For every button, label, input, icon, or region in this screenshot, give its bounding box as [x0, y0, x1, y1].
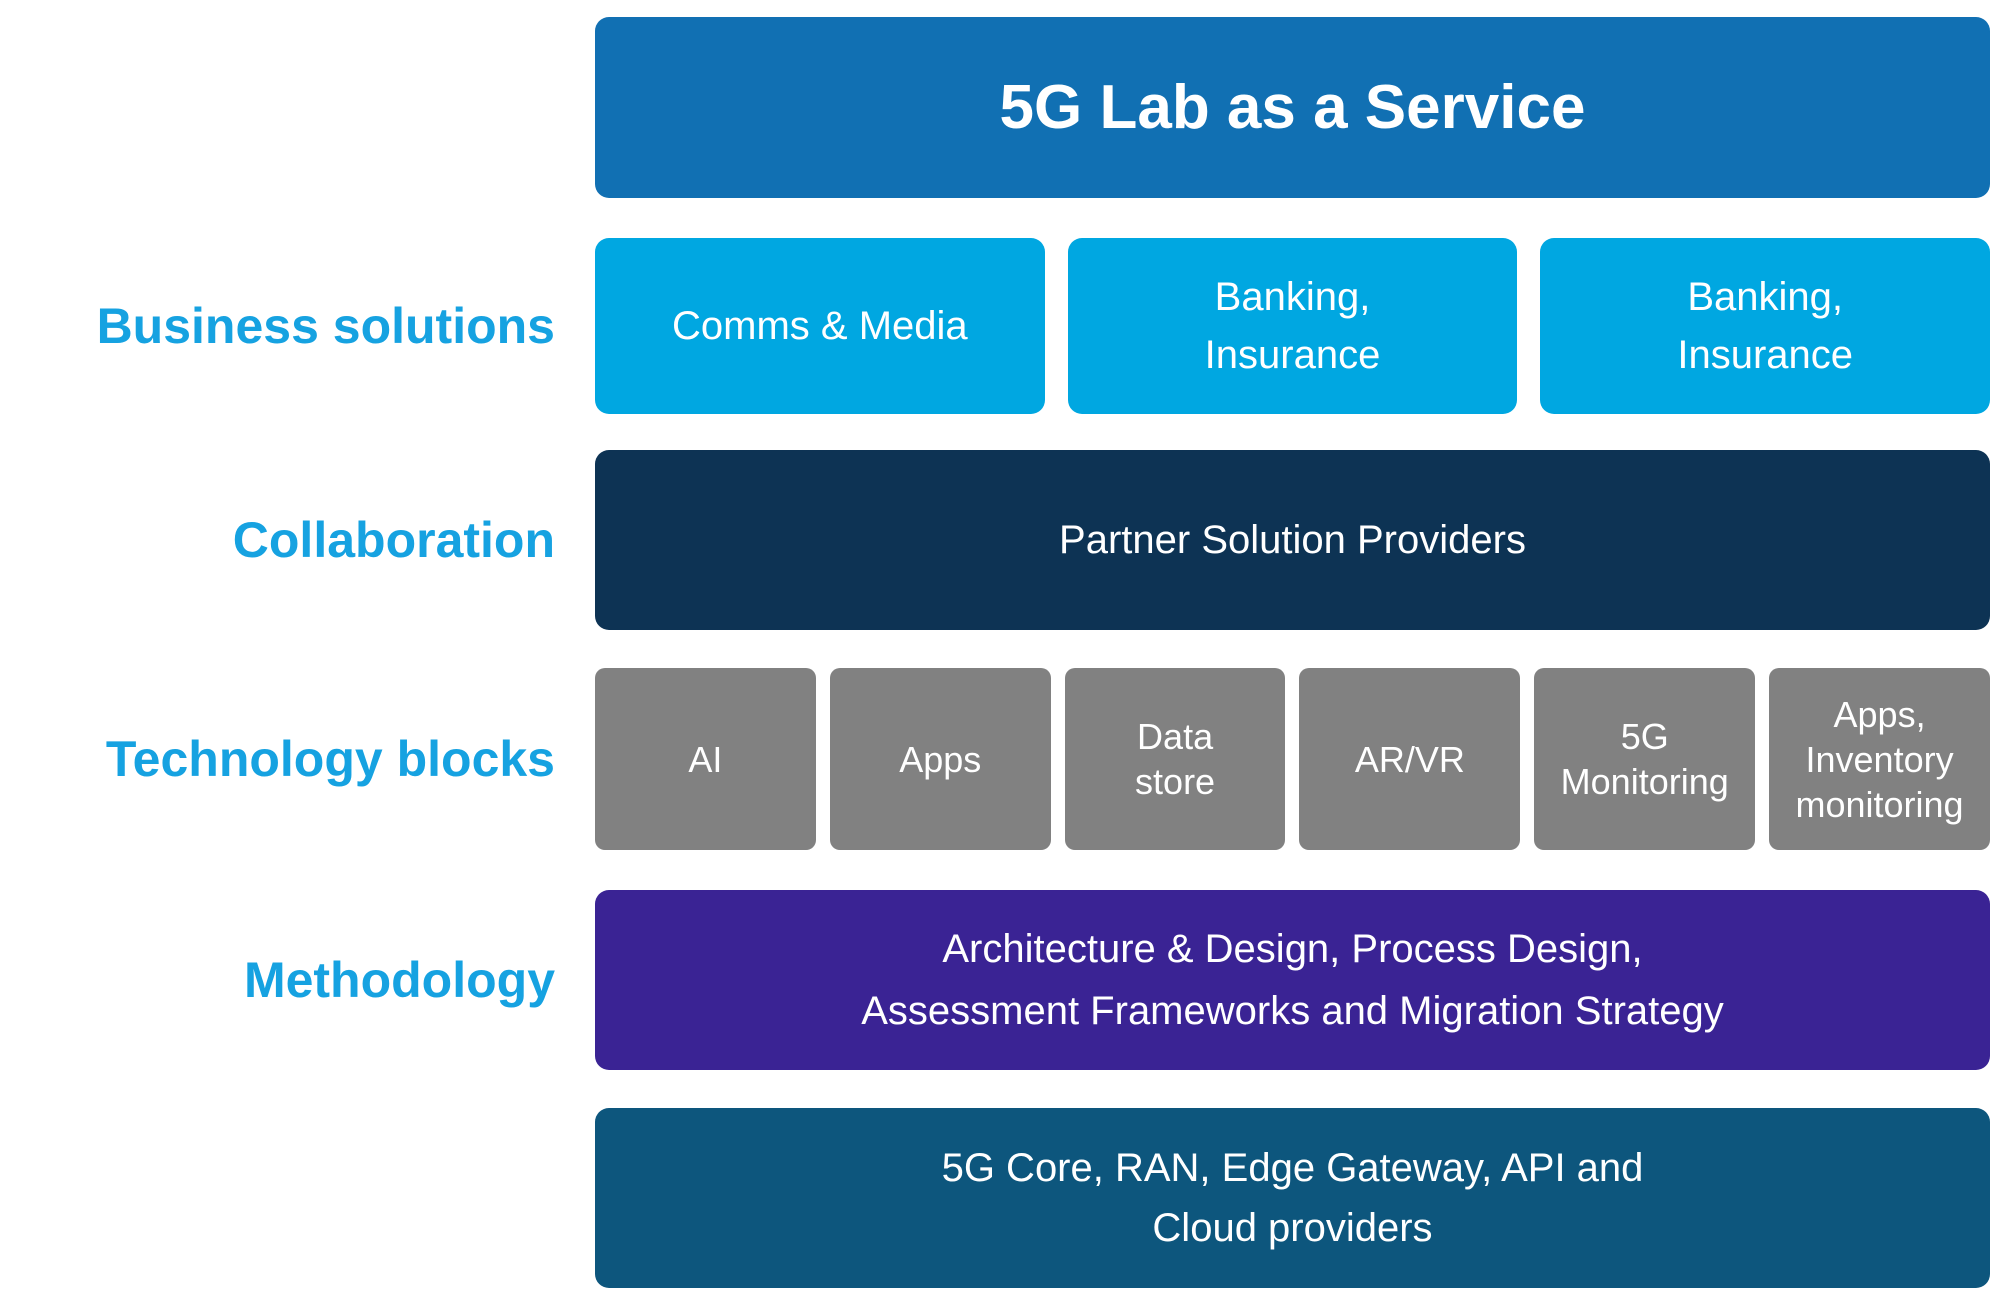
tech-block-ai: AI [595, 668, 816, 850]
technology-blocks-row: AI Apps Data store AR/VR 5G Monitoring A… [595, 668, 1990, 850]
collaboration-box-partner-solution-providers: Partner Solution Providers [595, 450, 1990, 630]
methodology-row: Architecture & Design, Process Design, A… [595, 890, 1990, 1070]
tech-block-apps: Apps [829, 668, 1051, 850]
business-solutions-row: Comms & Media Banking, Insurance Banking… [595, 238, 1991, 414]
infrastructure-row: 5G Core, RAN, Edge Gateway, API and Clou… [595, 1108, 1990, 1288]
row-label-methodology: Methodology [243, 952, 555, 1008]
title-row: 5G Lab as a Service [595, 17, 1990, 198]
methodology-box: Architecture & Design, Process Design, A… [595, 890, 1990, 1070]
row-label-business-solutions: Business solutions [96, 298, 555, 354]
title-banner: 5G Lab as a Service [595, 17, 1990, 198]
business-box-comms-media: Comms & Media [595, 238, 1045, 414]
tech-block-5g-monitoring: 5G Monitoring [1534, 668, 1756, 850]
tech-block-apps-inventory-monitoring: Apps, Inventory monitoring [1769, 668, 1990, 850]
tech-block-data-store: Data store [1064, 668, 1286, 850]
tech-block-ar-vr: AR/VR [1299, 668, 1521, 850]
business-box-banking-insurance-1: Banking, Insurance [1067, 238, 1518, 414]
row-label-collaboration: Collaboration [232, 512, 555, 568]
row-label-technology-blocks: Technology blocks [105, 731, 555, 787]
infrastructure-box: 5G Core, RAN, Edge Gateway, API and Clou… [595, 1108, 1990, 1288]
business-box-banking-insurance-2: Banking, Insurance [1540, 238, 1991, 414]
collaboration-row: Partner Solution Providers [595, 450, 1990, 630]
